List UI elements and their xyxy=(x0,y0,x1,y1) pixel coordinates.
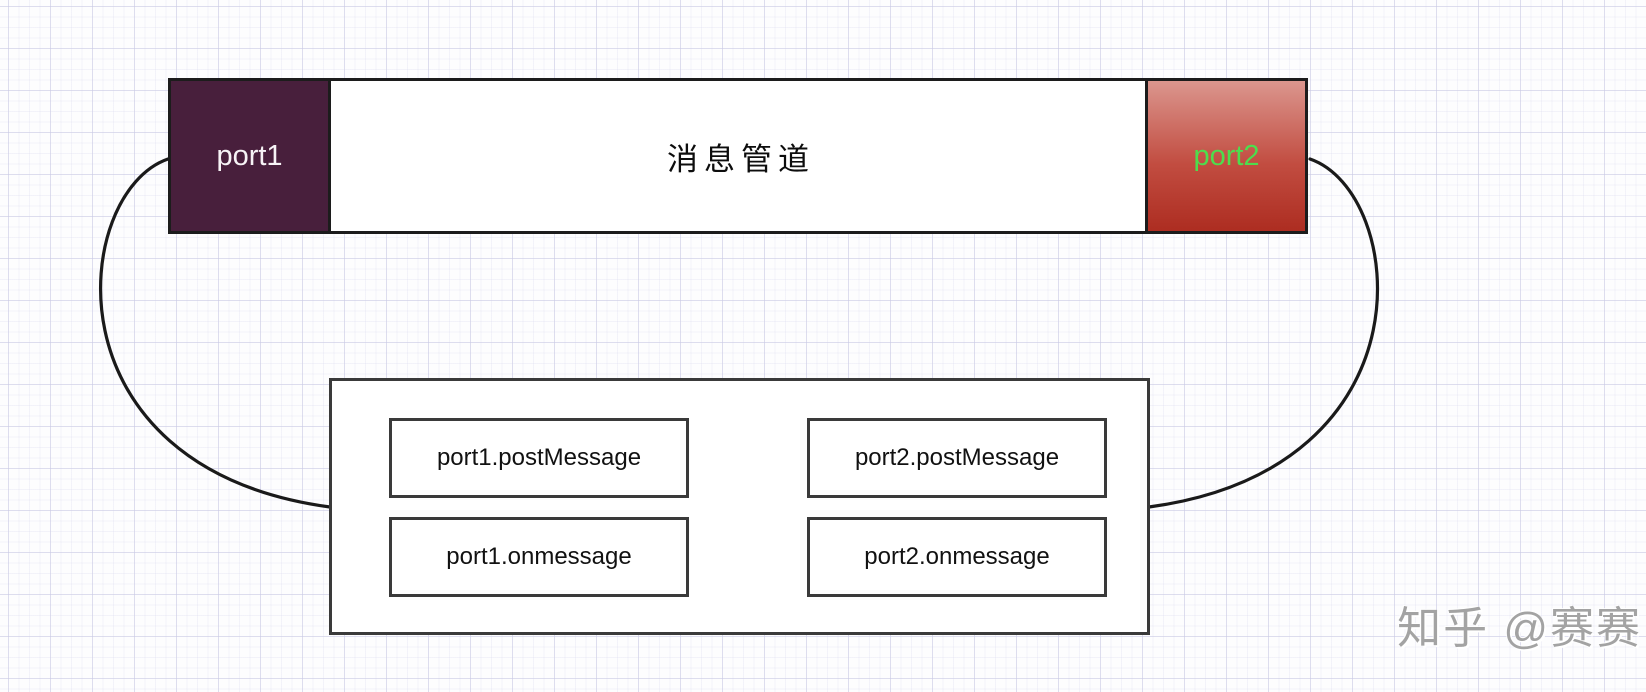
port1-onmessage-label: port1.onmessage xyxy=(446,543,632,570)
port1-box: port1 xyxy=(171,81,331,231)
channel-label: 消息管道 xyxy=(667,141,815,177)
port2-box: port2 xyxy=(1145,81,1305,231)
port2-onmessage-box: port2.onmessage xyxy=(807,517,1107,597)
port1-postmessage-box: port1.postMessage xyxy=(389,418,689,498)
port2-postmessage-label: port2.postMessage xyxy=(854,444,1060,471)
channel-label-area: 消息管道 xyxy=(331,81,1145,231)
port1-onmessage-box: port1.onmessage xyxy=(389,517,689,597)
port2-label: port2 xyxy=(1193,139,1260,172)
port1-postmessage-label: port1.postMessage xyxy=(436,444,642,471)
message-pipe-bar: port1 消息管道 port2 xyxy=(168,78,1308,234)
methods-container-box: port1.postMessage port2.postMessage port… xyxy=(329,378,1150,635)
port2-postmessage-box: port2.postMessage xyxy=(807,418,1107,498)
port2-onmessage-label: port2.onmessage xyxy=(864,543,1050,570)
port1-label: port1 xyxy=(216,139,283,172)
zhihu-watermark: 知乎 @赛赛 xyxy=(1397,604,1642,653)
